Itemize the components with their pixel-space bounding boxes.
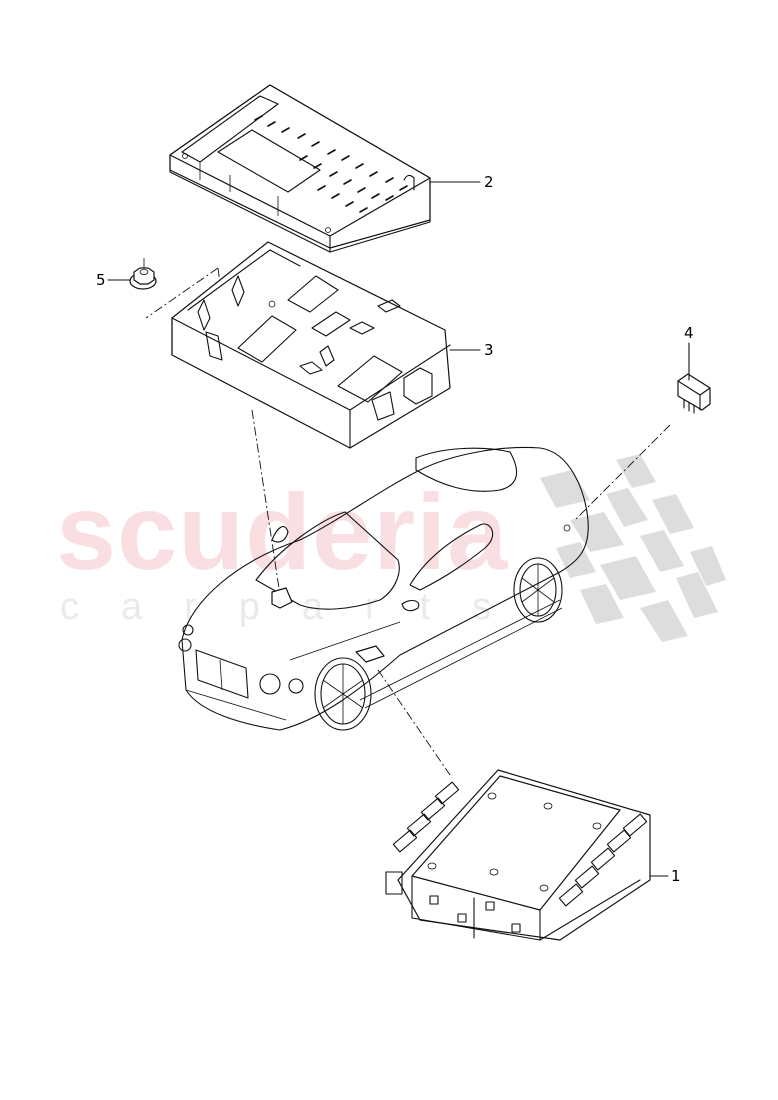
part-3-carrier [171,241,451,449]
watermark-scuderia: scuderia [56,471,509,592]
part-5-hex-nut [129,258,157,290]
connector-ribs-left [385,781,460,895]
car-illustration [178,446,589,731]
checkered-flag-watermark [540,454,726,642]
grille [195,649,249,699]
callout-2: 2 [484,173,494,191]
vent-slots [254,115,408,213]
callout-leaders [107,181,690,877]
part-4-relay [677,373,711,414]
connector-ribs-right [558,813,648,907]
callout-1: 1 [671,867,681,885]
callout-3: 3 [484,341,494,359]
connector-sockets [237,275,403,403]
part-2-cover [169,84,431,253]
part-1-control-unit [385,769,651,941]
callout-5: 5 [96,271,106,289]
leader-lines [145,267,671,776]
callout-4: 4 [684,324,694,342]
